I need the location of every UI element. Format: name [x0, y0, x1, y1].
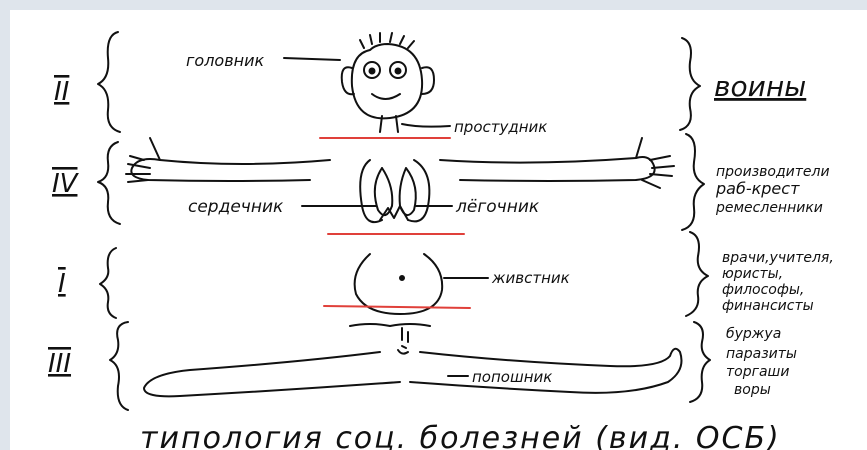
left-brace-1 [98, 32, 120, 132]
pointer-neck [402, 124, 450, 127]
lowest-label-3: торгаши [726, 364, 789, 380]
lowest-label-1: буржуа [726, 326, 781, 342]
heart-zigzag [380, 206, 408, 220]
professionals-label-1: врачи,учителя, [722, 250, 834, 266]
butt-label: попошник [472, 368, 552, 386]
belly [355, 254, 443, 314]
torso-left [360, 160, 382, 222]
head [352, 44, 422, 118]
numeral-4: III [48, 349, 71, 379]
belly-label: живстник [491, 269, 570, 287]
professionals-label-2: юристы, [722, 266, 783, 282]
body-typology-diagram: II IV I III головник простудник сердечни… [10, 10, 867, 450]
professionals-label-4: финансисты [722, 298, 814, 314]
producers-label-2: раб-крест [715, 179, 800, 198]
divider-3 [324, 306, 470, 308]
numeral-3: I [58, 269, 66, 299]
lung-left [375, 168, 392, 215]
hand-right [636, 138, 674, 188]
producers-label-3: ремесленники [715, 200, 823, 216]
heart-label: сердечник [188, 197, 284, 217]
navel [400, 276, 404, 280]
left-brace-3 [100, 248, 116, 318]
right-brace-1 [680, 38, 700, 130]
right-brace-2 [682, 134, 704, 230]
head-label: головник [186, 51, 265, 70]
crotch [350, 324, 430, 326]
numeral-1: II [54, 77, 69, 107]
warriors-label: воины [714, 70, 806, 103]
professionals-label-3: философы, [722, 282, 804, 298]
lowest-label-2: паразиты [726, 346, 797, 362]
mouth [372, 94, 400, 99]
ear-right [422, 67, 434, 94]
right-brace-3 [686, 232, 708, 316]
caption: типология соц. болезней (вид. ОСБ) [140, 421, 781, 450]
neck-label: простудник [454, 118, 547, 136]
lowest-label-4: воры [734, 382, 771, 398]
right-brace-4 [690, 322, 710, 402]
lung-label: лёгочник [455, 197, 540, 217]
arm-right [440, 157, 655, 181]
pointer-head [284, 58, 340, 60]
left-brace-2 [98, 142, 120, 224]
hair [360, 33, 414, 48]
leg-left [144, 352, 400, 396]
numeral-2: IV [52, 169, 80, 199]
arm-left [131, 159, 330, 181]
left-brace-4 [110, 322, 128, 410]
producers-label-1: производители [716, 164, 830, 180]
sketch-sheet: II IV I III головник простудник сердечни… [10, 10, 867, 450]
genital-mark [398, 328, 408, 354]
